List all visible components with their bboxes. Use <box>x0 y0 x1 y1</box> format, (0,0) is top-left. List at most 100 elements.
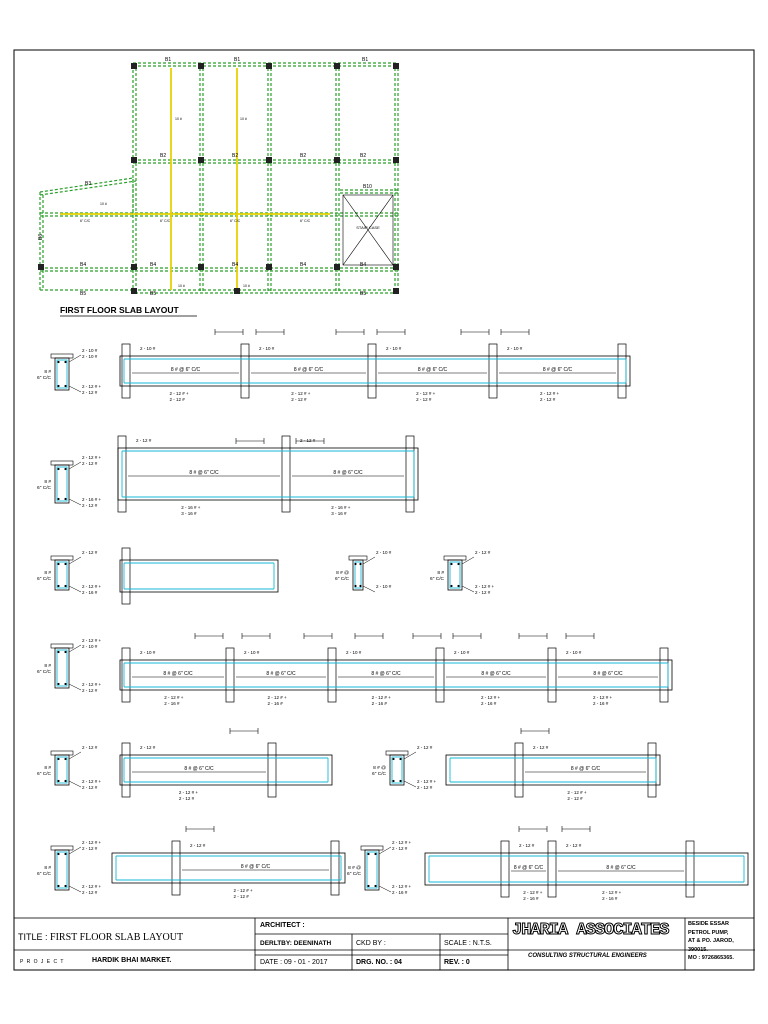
section-stirrup-note: 8 # <box>44 479 51 485</box>
stirrup-note: 8 # @ 6" C/C <box>241 864 271 870</box>
section-stirrup-note: 8 # <box>437 570 444 576</box>
top-bar-note: 2 - 10 # <box>454 650 470 655</box>
section-bar-note: 2 - 12 # <box>417 785 433 790</box>
section-bar-note: 2 - 10 # <box>376 550 392 555</box>
section-stirrup-note: 6" C/C <box>37 669 52 675</box>
column-support <box>121 647 131 703</box>
firm-logo: JHARIA ASSOCIATES <box>511 921 669 941</box>
beam-elevation <box>119 647 673 703</box>
column-support <box>500 840 510 898</box>
section-stirrup-note: 8 # <box>44 369 51 375</box>
bottom-bar-note: 2 - 12 # <box>169 397 185 402</box>
column-support <box>367 343 377 399</box>
plan-beam-label: B4 <box>80 262 86 268</box>
bottom-bar-note: 2 - 12 # <box>540 397 556 402</box>
bottom-bar-note: 2 - 12 # + <box>164 695 184 700</box>
section-bar-note: 2 - 12 # + <box>82 682 102 687</box>
section-stirrup-note: 8 # <box>44 765 51 771</box>
beam-outline <box>445 754 661 786</box>
bottom-bar-note: 2 - 16 # + <box>331 505 351 510</box>
section-stirrup-note: 8 # <box>44 865 51 871</box>
top-bar-note: 2 - 10 # <box>140 346 156 351</box>
section-bar-note: 2 - 12 # <box>475 550 491 555</box>
section-bar-note: 2 - 12 # + <box>82 779 102 784</box>
stirrup-note: 8 # @ 6" C/C <box>543 367 573 373</box>
top-bar-note: 2 - 12 # <box>533 745 549 750</box>
section-stirrup-note: 6" C/C <box>372 771 387 777</box>
stirrup-note: 8 # @ 6" C/C <box>481 671 511 677</box>
beam-section <box>50 750 82 788</box>
section-stirrup-note: 8 # @ <box>336 570 349 576</box>
top-bar-note: 2 - 12 # <box>519 843 535 848</box>
column-support <box>547 840 557 898</box>
bottom-bar-note: 2 - 12 # <box>567 796 583 801</box>
column-support <box>121 343 131 399</box>
bottom-bar-note: 2 - 16 # <box>481 701 497 706</box>
section-bar-note: 2 - 12 # + <box>82 638 102 643</box>
stirrup-note: 8 # @ 6" C/C <box>333 470 363 476</box>
bottom-bar-note: 2 - 12 # + <box>481 695 501 700</box>
plan-beam-label: B1 <box>234 57 240 63</box>
beam-elevation <box>117 435 419 513</box>
column-support <box>405 435 415 513</box>
top-bar-note: 2 - 10 # <box>386 346 402 351</box>
column-support <box>514 742 524 798</box>
bottom-bar-note: 2 - 12 # + <box>372 695 392 700</box>
section-stirrup-note: 8 # <box>44 663 51 669</box>
bottom-bar-note: 2 - 12 # <box>233 894 249 899</box>
beam-section <box>50 353 82 393</box>
plan-beam-label: B4 <box>150 262 156 268</box>
checked-by-field: CKD BY : <box>356 940 386 947</box>
plan-beam-label: B4 <box>300 262 306 268</box>
bottom-bar-note: 3 - 16 # <box>331 511 347 516</box>
plan-beam-label: B6 <box>38 234 44 240</box>
beam-section <box>348 555 376 593</box>
column-support <box>267 742 277 798</box>
section-bar-note: 2 - 12 # <box>82 846 98 851</box>
section-bar-note: 2 - 12 # + <box>392 884 412 889</box>
firm-subtitle: CONSULTING STRUCTURAL ENGINEERS <box>528 953 647 959</box>
plan-beam-label: B2 <box>160 153 166 159</box>
top-bar-note: 2 - 12 # <box>300 438 316 443</box>
bottom-bar-note: 2 - 16 # <box>523 896 539 901</box>
section-stirrup-note: 6" C/C <box>37 576 52 582</box>
section-bar-note: 2 - 16 # <box>392 890 408 895</box>
stirrup-note: 8 # @ 6" C/C <box>593 671 623 677</box>
bottom-bar-note: 2 - 12 # <box>179 796 195 801</box>
section-bar-note: 2 - 12 # + <box>475 584 495 589</box>
section-stirrup-note: 6" C/C <box>37 375 52 381</box>
plan-beam-label: B4 <box>232 262 238 268</box>
stirrup-note: 8 # @ 6" C/C <box>418 367 448 373</box>
stair-label: STAIR CASE <box>356 225 380 230</box>
plan-beam-label: B5 <box>150 291 156 297</box>
section-bar-note: 2 - 12 # <box>82 461 98 466</box>
drawn-by-field: DERLTBY: DEENINATH <box>260 940 332 947</box>
section-bar-note: 2 - 12 # <box>82 390 98 395</box>
column-support <box>659 647 669 703</box>
section-bar-note: 2 - 12 # + <box>82 884 102 889</box>
project-label: P R O J E C T <box>20 959 65 965</box>
stirrup-note: 8 # @ 6" C/C <box>171 367 201 373</box>
section-bar-note: 2 - 16 # <box>82 590 98 595</box>
beam-section <box>50 460 82 506</box>
beam-section <box>50 643 82 691</box>
stirrup-note: 8 # @ 6" C/C <box>606 865 636 871</box>
bottom-bar-note: 2 - 12 # + <box>523 890 543 895</box>
rebar-callout: 6" C/C <box>300 219 311 223</box>
project-value: HARDIK BHAI MARKET. <box>92 957 172 964</box>
beam-outline <box>117 447 419 501</box>
beam-outline <box>119 754 333 786</box>
beam-elevation <box>424 840 749 898</box>
section-bar-note: 2 - 10 # <box>82 348 98 353</box>
section-bar-note: 2 - 12 # <box>82 785 98 790</box>
plan-title: FIRST FLOOR SLAB LAYOUT <box>60 305 179 315</box>
column-support <box>240 343 250 399</box>
section-stirrup-note: 6" C/C <box>335 576 350 582</box>
stirrup-note: 8 # @ 6" C/C <box>371 671 401 677</box>
beam-elevation <box>119 742 333 798</box>
section-bar-note: 2 - 12 # + <box>82 584 102 589</box>
beam-outline <box>424 852 749 886</box>
section-stirrup-note: 8 # <box>44 570 51 576</box>
drawing-number: DRG. NO. : 04 <box>356 959 402 966</box>
bottom-bar-note: 2 - 16 # <box>268 701 284 706</box>
